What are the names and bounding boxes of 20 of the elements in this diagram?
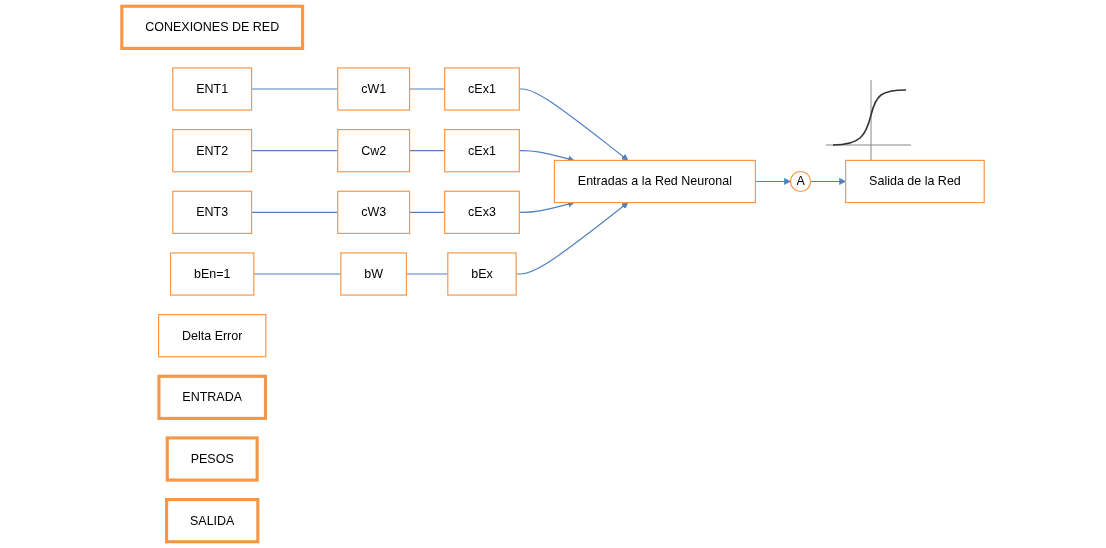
node-box: Salida de la Red (845, 159, 985, 204)
node-box: SALIDA (165, 498, 260, 544)
node-box: ENTRADA (157, 374, 267, 420)
node-box: cEx1 (444, 129, 520, 173)
node-box: cEx3 (444, 190, 520, 234)
node-box: cW3 (337, 190, 411, 234)
node-box: PESOS (165, 436, 259, 482)
node-box: ENT3 (172, 190, 253, 234)
node-box: Cw2 (337, 129, 411, 173)
node-box: cW1 (337, 67, 411, 111)
node-circle: A (789, 170, 812, 193)
node-box: bEx (447, 252, 517, 296)
node-box: ENT1 (172, 67, 253, 111)
node-box: Delta Error (158, 314, 267, 358)
node-box: CONEXIONES DE RED (120, 4, 305, 50)
node-box: cEx1 (444, 67, 520, 111)
node-box: Entradas a la Red Neuronal (553, 159, 756, 204)
node-box: bW (340, 252, 407, 296)
node-box: ENT2 (172, 129, 253, 173)
node-box: bEn=1 (169, 252, 255, 296)
